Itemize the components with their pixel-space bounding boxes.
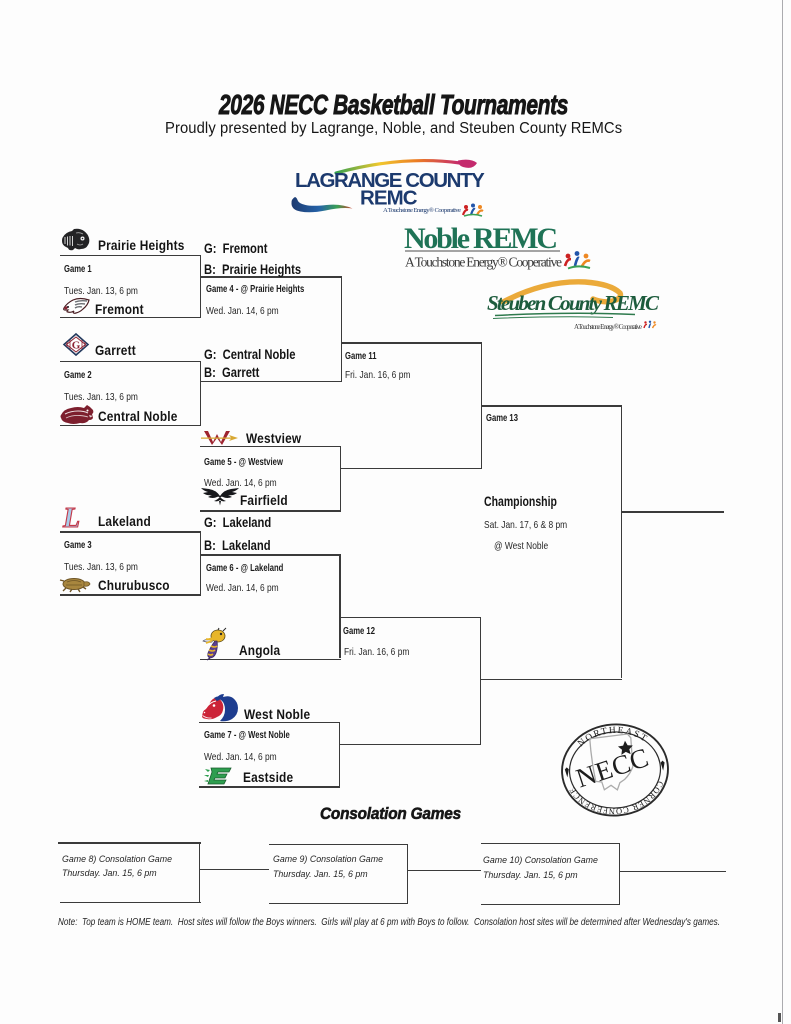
- svg-text:Noble REMC: Noble REMC: [404, 222, 558, 255]
- svg-text:REMC: REMC: [360, 187, 419, 210]
- svg-text:A Touchstone Energy® Cooperati: A Touchstone Energy® Cooperative: [383, 207, 461, 214]
- svg-text:L: L: [62, 503, 80, 534]
- svg-text:Steuben County REMC: Steuben County REMC: [487, 291, 660, 315]
- svg-text:LAGRANGE COUNTY: LAGRANGE COUNTY: [295, 169, 486, 192]
- svg-text:A Touchstone Energy® Cooperati: A Touchstone Energy® Cooperative: [574, 323, 642, 331]
- svg-text:A Touchstone Energy® Cooperati: A Touchstone Energy® Cooperative: [405, 255, 562, 270]
- svg-text:G: G: [72, 340, 81, 352]
